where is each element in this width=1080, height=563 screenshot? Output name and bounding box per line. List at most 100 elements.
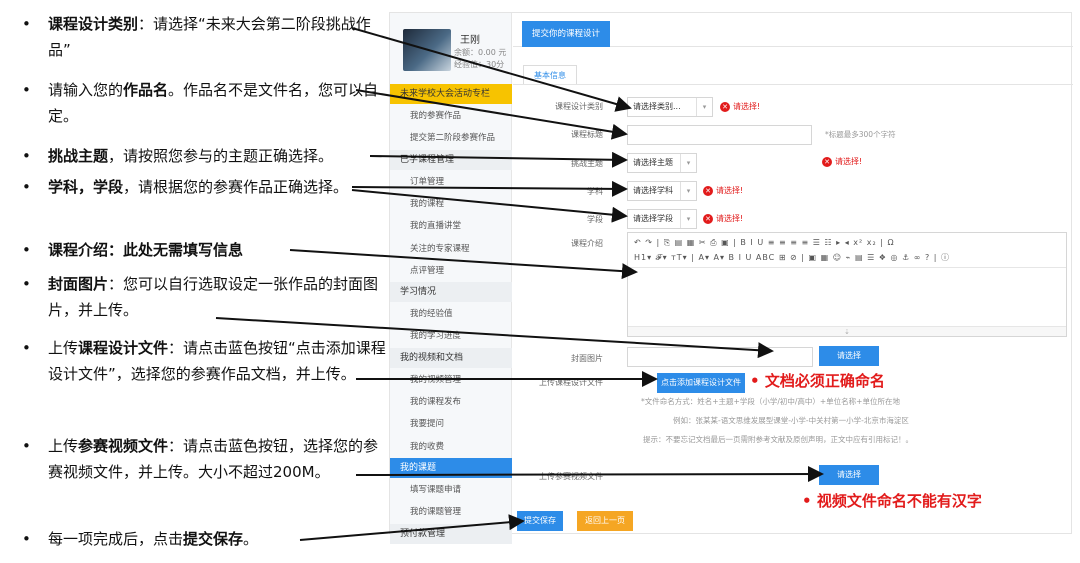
tab-divider <box>513 84 1073 85</box>
tab-submit-course[interactable]: 提交你的课程设计 <box>522 21 611 47</box>
subject-select-value: 请选择学科 <box>633 186 673 195</box>
submit-save-button[interactable]: 提交保存 <box>517 511 563 531</box>
instr-bold: 封面图片 <box>48 275 109 293</box>
label-theme: 挑战主题 <box>571 159 603 168</box>
error-text: 请选择! <box>835 157 863 166</box>
sidebar-item-7[interactable]: 关注的专家课程 <box>410 243 470 254</box>
chevron-down-icon: ▾ <box>696 98 712 116</box>
label-intro: 课程介绍 <box>571 239 603 248</box>
sidebar-item-8[interactable]: 点评管理 <box>410 265 445 276</box>
theme-select-value: 请选择主题 <box>633 158 673 167</box>
stage-select-value: 请选择学段 <box>633 214 673 223</box>
user-name: 王刚 <box>460 35 480 46</box>
back-button[interactable]: 返回上一页 <box>577 511 633 531</box>
design-hint-tip: 提示：不要忘记文档最后一页需附参考文献及原创声明，正文中应有引用标记！。 <box>643 435 913 444</box>
category-select[interactable]: 请选择类别... ▾ <box>627 97 713 117</box>
main-panel: 提交你的课程设计 基本信息 课程设计类别 请选择类别... ▾ ✕请选择! 课程… <box>513 13 1073 535</box>
sidebar-section-20[interactable]: 预付款管理 <box>390 523 512 544</box>
intro-rich-editor[interactable]: ↶ ↷ | ⎘ ▤ ▦ ✂ ⎙ ▣ | B I U ≡ ≡ ≡ ≡ ☰ ☷ ▸ … <box>627 232 1067 337</box>
add-design-file-button[interactable]: 点击添加课程设计文件 <box>657 373 745 393</box>
sidebar-section-17[interactable]: 我的课题 <box>390 457 512 478</box>
video-select-button[interactable]: 请选择 <box>819 465 879 485</box>
label-cover: 封面图片 <box>571 354 603 363</box>
editor-toolbar-row-1[interactable]: ↶ ↷ | ⎘ ▤ ▦ ✂ ⎙ ▣ | B I U ≡ ≡ ≡ ≡ ☰ ☷ ▸ … <box>634 238 895 247</box>
instr-bold: 课程设计类别 <box>48 15 139 33</box>
editor-toolbar-row-2[interactable]: H1▾ 𝓕▾ тT▾ | A▾ A▾ B I U ABC ⊞ ⊘ | ▣ ▦ ☺… <box>634 253 950 262</box>
top-tab-bar: 提交你的课程设计 <box>513 13 1073 47</box>
sidebar-section-9[interactable]: 学习情况 <box>390 282 512 303</box>
x-circle-icon: ✕ <box>822 157 832 167</box>
instr-pre: 上传 <box>48 339 79 357</box>
bullet: • <box>22 339 31 357</box>
instr-bold: 提交保存 <box>183 530 244 548</box>
cover-input[interactable] <box>627 347 813 367</box>
label-subject: 学科 <box>587 187 603 196</box>
sidebar-item-18[interactable]: 填写课题申请 <box>410 484 462 495</box>
sidebar-section-3[interactable]: 已学课程管理 <box>390 149 512 170</box>
category-error: ✕请选择! <box>720 101 760 112</box>
sidebar-item-1[interactable]: 我的参赛作品 <box>410 111 462 121</box>
sidebar-item-11[interactable]: 我的学习进度 <box>410 331 462 342</box>
bullet: • <box>802 492 812 510</box>
user-exp: 经验值：30分 <box>454 60 505 69</box>
label-video-file: 上传参赛视频文件 <box>539 472 603 481</box>
bullet: • <box>22 81 31 99</box>
sidebar-item-13[interactable]: 我的视频管理 <box>410 374 462 385</box>
sidebar-item-5[interactable]: 我的课程 <box>410 198 445 209</box>
sidebar-item-4[interactable]: 订单管理 <box>410 176 445 187</box>
sidebar-item-19[interactable]: 我的课题管理 <box>410 507 462 518</box>
instr-post: ：请点击蓝色按钮，选择您的参赛视频文件，并上传。大小不超过200M。 <box>48 437 379 481</box>
sidebar-item-6[interactable]: 我的直播讲堂 <box>410 221 462 232</box>
instruction-category: • 课程设计类别：请选择“未来大会第二阶段挑战作品” <box>22 11 388 63</box>
sidebar-item-16[interactable]: 我的收费 <box>410 441 445 452</box>
sidebar-item-14[interactable]: 我的课程发布 <box>410 397 462 407</box>
editor-toolbar-divider <box>628 267 1066 268</box>
title-input[interactable] <box>627 125 812 145</box>
instr-pre: 请输入您的 <box>48 81 124 99</box>
instr-bold: 课程介绍：此处无需填写信息 <box>48 241 244 259</box>
bullet: • <box>22 147 31 165</box>
instr-post: ：您可以自行选取设定一张作品的封面图片，并上传。 <box>48 275 379 319</box>
instruction-cover: • 封面图片：您可以自行选取设定一张作品的封面图片，并上传。 <box>22 271 388 323</box>
label-design-file: 上传课程设计文件 <box>539 378 603 387</box>
x-circle-icon: ✕ <box>703 186 713 196</box>
error-text: 请选择! <box>716 186 744 195</box>
error-text: 请选择! <box>716 214 744 223</box>
theme-select[interactable]: 请选择主题 ▾ <box>627 153 697 173</box>
note-doc-naming-text: 文档必须正确命名 <box>764 372 885 390</box>
sidebar-item-10[interactable]: 我的经验值 <box>410 309 453 320</box>
subject-select[interactable]: 请选择学科 ▾ <box>627 181 697 201</box>
tab-basic-info[interactable]: 基本信息 <box>523 65 577 85</box>
sidebar-item-15[interactable]: 我要提问 <box>410 419 445 430</box>
instruction-title: • 请输入您的作品名。作品名不是文件名，您可以自定。 <box>22 77 388 129</box>
avatar[interactable] <box>403 29 451 71</box>
x-circle-icon: ✕ <box>720 102 730 112</box>
sidebar-section-0[interactable]: 未来学校大会活动专栏 <box>390 84 512 104</box>
note-video-naming: • 视频文件命名不能有汉字 <box>802 490 982 511</box>
instr-bold: 学科，学段 <box>48 178 124 196</box>
cover-select-button[interactable]: 请选择 <box>819 346 879 366</box>
editor-resize-handle[interactable]: ⇣ <box>628 326 1066 336</box>
instr-pre: 每一项完成后，点击 <box>48 530 184 548</box>
instruction-intro: • 课程介绍：此处无需填写信息 <box>22 237 388 263</box>
sidebar-section-12[interactable]: 我的视频和文档 <box>390 347 512 368</box>
label-category: 课程设计类别 <box>555 102 603 111</box>
sidebar: 王刚 余额：0.00 元 经验值：30分 未来学校大会活动专栏我的参赛作品提交第… <box>390 13 512 544</box>
sidebar-item-2[interactable]: 提交第二阶段参赛作品 <box>410 133 496 144</box>
error-text: 请选择! <box>733 102 761 111</box>
stage-select[interactable]: 请选择学段 ▾ <box>627 209 697 229</box>
instr-post: ，请根据您的参赛作品正确选择。 <box>123 178 349 196</box>
bullet: • <box>22 437 31 455</box>
note-video-naming-text: 视频文件命名不能有汉字 <box>816 492 982 510</box>
instr-bold: 挑战主题 <box>48 147 109 165</box>
user-balance: 余额：0.00 元 <box>454 48 507 57</box>
instruction-theme: • 挑战主题，请按照您参与的主题正确选择。 <box>22 143 408 169</box>
design-hint-format: *文件命名方式：姓名+主题+学段（小学/初中/高中）+单位名称+单位所在地 <box>641 397 900 406</box>
bullet: • <box>22 15 31 33</box>
bullet: • <box>22 530 31 548</box>
instruction-design-file: • 上传课程设计文件：请点击蓝色按钮“点击添加课程设计文件”，选择您的参赛作品文… <box>22 335 388 387</box>
instr-post: ：请选择“未来大会第二阶段挑战作品” <box>48 15 371 59</box>
subject-error: ✕请选择! <box>703 185 743 196</box>
instr-post: 。作品名不是文件名，您可以自定。 <box>48 81 379 125</box>
